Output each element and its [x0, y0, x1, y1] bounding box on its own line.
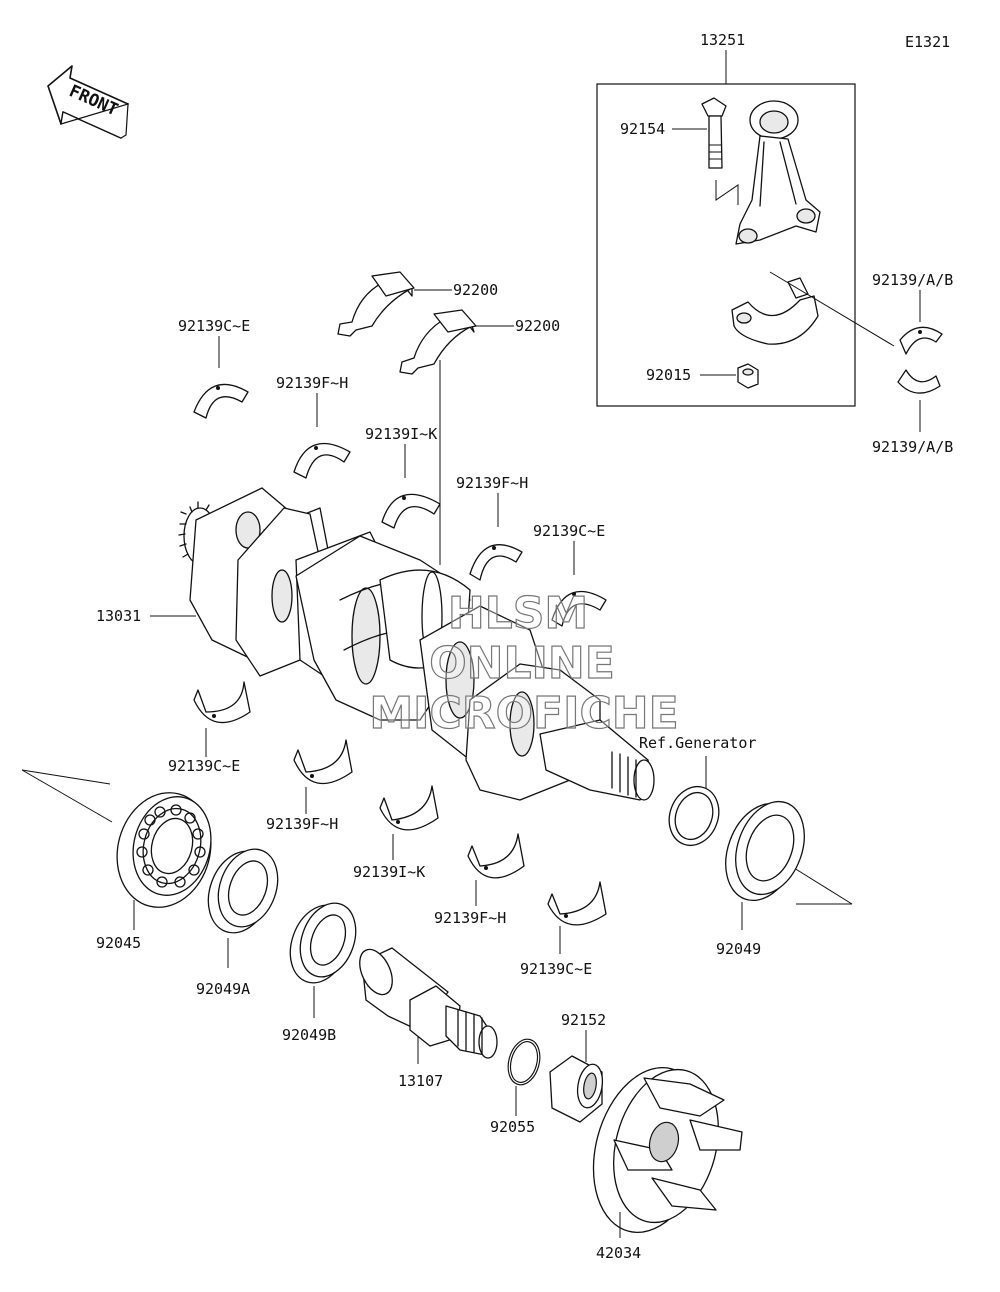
- label-oil-seal: 92049: [716, 940, 761, 958]
- conrod-bolt-icon: [701, 97, 727, 169]
- main-bearing-fh-bottom-right-icon: [467, 833, 525, 879]
- main-bearing-fh-top-left-icon: [293, 443, 351, 479]
- connecting-rod-icon: [735, 100, 821, 245]
- conrod-bearing-upper-icon: [899, 326, 943, 355]
- label-oil-seal-a: 92049A: [196, 980, 250, 998]
- main-bearing-fh-bottom-left-icon: [293, 739, 353, 785]
- label-thrust-washer-2: 92200: [515, 317, 560, 335]
- label-bearing-fh-bottom-left: 92139F~H: [266, 815, 338, 833]
- label-bearing-ce-bottom-left: 92139C~E: [168, 757, 240, 775]
- label-ball-bearing: 92045: [96, 934, 141, 952]
- label-conrod-nut: 92015: [646, 366, 691, 384]
- main-bearing-ce-top-right-icon: [551, 591, 607, 627]
- diagram-code: E1321: [905, 33, 950, 51]
- label-conrod-bolt: 92154: [620, 120, 665, 138]
- main-bearing-ik-bottom-icon: [379, 785, 439, 831]
- label-bushing: 92152: [561, 1011, 606, 1029]
- label-conrod-assy: 13251: [700, 31, 745, 49]
- label-bearing-fh-bottom-right: 92139F~H: [434, 909, 506, 927]
- label-shaft: 13107: [398, 1072, 443, 1090]
- label-bearing-ce-top-right: 92139C~E: [533, 522, 605, 540]
- main-bearing-ik-top-icon: [381, 493, 441, 529]
- watermark-line-1: HLSM: [448, 588, 588, 639]
- label-bearing-ik-bottom: 92139I~K: [353, 863, 425, 881]
- oil-seal-b-icon: [289, 902, 357, 984]
- watermark-line-2: ONLINE: [429, 638, 615, 689]
- o-ring-icon: [507, 1038, 541, 1086]
- generator-ring-icon: [668, 785, 720, 847]
- label-oil-seal-b: 92049B: [282, 1026, 336, 1044]
- label-crankshaft: 13031: [96, 607, 141, 625]
- label-bearing-ce-top: 92139C~E: [178, 317, 250, 335]
- label-ref-generator: Ref.Generator: [639, 734, 756, 752]
- label-conrod-bearing-top: 92139/A/B: [872, 271, 953, 289]
- main-bearing-ce-bottom-right-icon: [547, 881, 607, 926]
- bushing-icon: [549, 1055, 604, 1123]
- watermark: HLSM ONLINE MICROFICHE: [369, 587, 680, 739]
- label-thrust-washer-1: 92200: [453, 281, 498, 299]
- label-bearing-ik-top: 92139I~K: [365, 425, 437, 443]
- oil-seal-icon: [725, 800, 805, 902]
- label-coupling: 42034: [596, 1244, 641, 1262]
- oil-seal-a-icon: [207, 848, 279, 934]
- label-o-ring: 92055: [490, 1118, 535, 1136]
- conrod-cap-icon: [731, 277, 819, 345]
- crankshaft-icon: [178, 487, 655, 801]
- watermark-line-3: MICROFICHE: [369, 688, 678, 739]
- label-bearing-ce-bottom-right: 92139C~E: [520, 960, 592, 978]
- label-conrod-bearing-bottom: 92139/A/B: [872, 438, 953, 456]
- main-bearing-fh-top-right-icon: [469, 544, 523, 581]
- ball-bearing-icon: [116, 792, 212, 908]
- coupling-icon: [592, 1067, 743, 1233]
- main-bearing-ce-bottom-left-icon: [193, 681, 251, 724]
- conrod-nut-icon: [737, 363, 759, 389]
- conrod-bearing-lower-icon: [897, 369, 941, 394]
- front-arrow-icon: FRONT: [47, 65, 129, 139]
- conrod-assembly-box: 13251 92154: [596, 31, 856, 407]
- drive-shaft-icon: [359, 947, 498, 1059]
- thrust-washer-1-icon: [337, 271, 415, 337]
- label-bearing-fh-top-right: 92139F~H: [456, 474, 528, 492]
- thrust-washer-2-icon: [399, 309, 477, 375]
- main-bearing-ce-top-icon: [193, 383, 249, 419]
- label-bearing-fh-top-left: 92139F~H: [276, 374, 348, 392]
